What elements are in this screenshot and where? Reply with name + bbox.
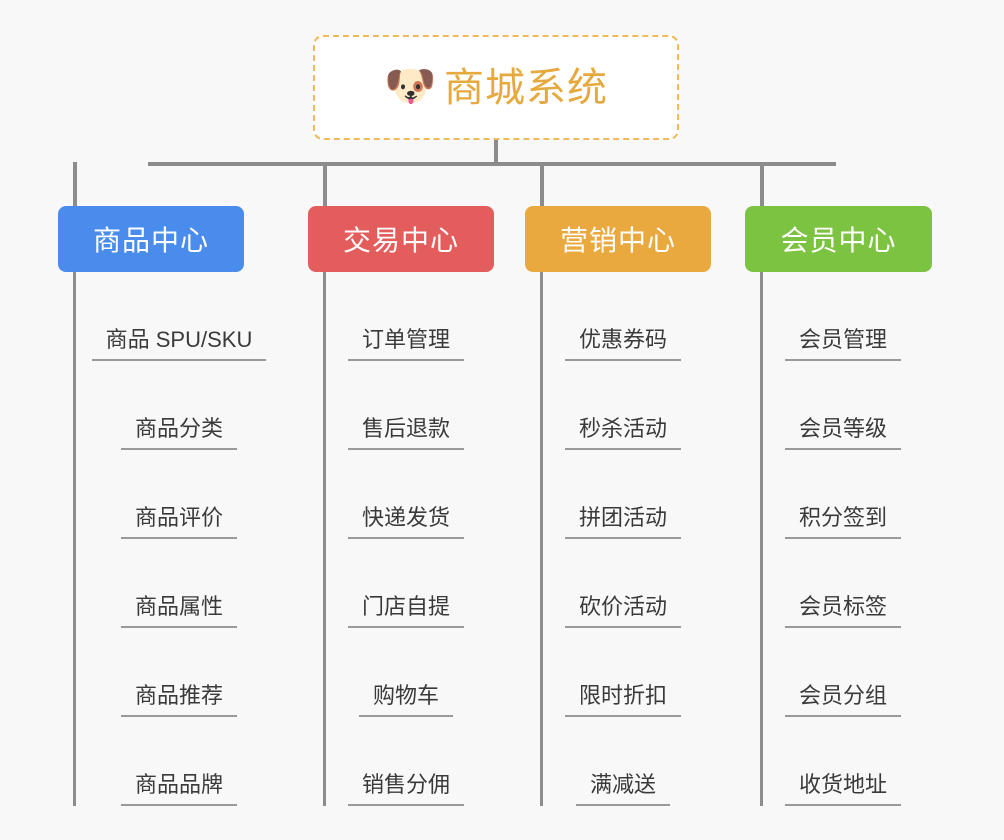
category-header-label: 交易中心 (342, 225, 459, 256)
connector-drop-4 (760, 162, 764, 206)
leaf-item[interactable]: 门店自提 (323, 539, 489, 628)
leaf-item-label: 会员分组 (784, 683, 901, 717)
leaf-item[interactable]: 会员标签 (760, 539, 926, 628)
leaf-item-label: 商品推荐 (120, 683, 237, 717)
leaf-item[interactable]: 售后退款 (323, 361, 489, 450)
leaf-item[interactable]: 限时折扣 (540, 628, 706, 717)
connector-drop-3 (540, 162, 544, 206)
leaf-item-label: 限时折扣 (564, 683, 681, 717)
leaf-item-label: 商品分类 (120, 416, 237, 450)
leaf-item-label: 订单管理 (347, 327, 464, 361)
leaf-item[interactable]: 商品分类 (73, 361, 285, 450)
leaf-item[interactable]: 积分签到 (760, 450, 926, 539)
category-header-4[interactable]: 会员中心 (745, 206, 932, 272)
leaf-item-label: 售后退款 (347, 416, 464, 450)
connector-root-stem (494, 140, 498, 164)
leaf-column-2: 订单管理售后退款快递发货门店自提购物车销售分佣 (323, 272, 489, 806)
leaf-item[interactable]: 优惠券码 (540, 272, 706, 361)
leaf-column-3: 优惠券码秒杀活动拼团活动砍价活动限时折扣满减送 (540, 272, 706, 806)
leaf-item[interactable]: 满减送 (540, 717, 706, 806)
leaf-column-1: 商品 SPU/SKU 商品分类商品评价商品属性商品推荐商品品牌 (73, 272, 285, 806)
leaf-item[interactable]: 商品评价 (73, 450, 285, 539)
leaf-spine (323, 272, 326, 806)
leaf-item-label: 优惠券码 (564, 327, 681, 361)
leaf-item[interactable]: 会员等级 (760, 361, 926, 450)
leaf-item[interactable]: 砍价活动 (540, 539, 706, 628)
leaf-item[interactable]: 商品推荐 (73, 628, 285, 717)
leaf-item-label: 商品评价 (120, 505, 237, 539)
leaf-item[interactable]: 订单管理 (323, 272, 489, 361)
leaf-item[interactable]: 秒杀活动 (540, 361, 706, 450)
connector-drop-2 (323, 162, 327, 206)
category-header-label: 营销中心 (559, 225, 676, 256)
leaf-item[interactable]: 购物车 (323, 628, 489, 717)
connector-horizontal-bus (148, 162, 836, 166)
leaf-item[interactable]: 商品 SPU/SKU (73, 272, 285, 361)
leaf-item[interactable]: 商品品牌 (73, 717, 285, 806)
leaf-item-label: 满减送 (575, 772, 670, 806)
leaf-item-label: 拼团活动 (564, 505, 681, 539)
connector-drop-1 (73, 162, 77, 206)
leaf-item[interactable]: 会员管理 (760, 272, 926, 361)
leaf-item[interactable]: 商品属性 (73, 539, 285, 628)
shiba-dog-face-icon: 🐶 (384, 61, 437, 109)
category-header-2[interactable]: 交易中心 (308, 206, 494, 272)
leaf-item-label: 商品 SPU/SKU (91, 327, 267, 361)
leaf-item-label: 商品品牌 (120, 772, 237, 806)
leaf-item[interactable]: 销售分佣 (323, 717, 489, 806)
category-header-3[interactable]: 营销中心 (525, 206, 711, 272)
leaf-item-label: 砍价活动 (564, 594, 681, 628)
category-header-1[interactable]: 商品中心 (58, 206, 244, 272)
leaf-item[interactable]: 拼团活动 (540, 450, 706, 539)
leaf-spine (73, 272, 76, 806)
leaf-item-label: 快递发货 (347, 505, 464, 539)
leaf-item[interactable]: 会员分组 (760, 628, 926, 717)
leaf-spine (540, 272, 543, 806)
leaf-item-label: 会员等级 (784, 416, 901, 450)
leaf-item-label: 会员管理 (784, 327, 901, 361)
root-title: 商城系统 (444, 65, 608, 110)
leaf-item-label: 积分签到 (784, 505, 901, 539)
leaf-item-label: 销售分佣 (347, 772, 464, 806)
leaf-item-label: 秒杀活动 (564, 416, 681, 450)
leaf-item-label: 门店自提 (347, 594, 464, 628)
category-header-label: 商品中心 (92, 225, 209, 256)
leaf-item-label: 收货地址 (784, 772, 901, 806)
leaf-item-label: 购物车 (358, 683, 453, 717)
leaf-item-label: 会员标签 (784, 594, 901, 628)
category-header-label: 会员中心 (780, 225, 897, 256)
leaf-item-label: 商品属性 (120, 594, 237, 628)
leaf-spine (760, 272, 763, 806)
leaf-column-4: 会员管理会员等级积分签到会员标签会员分组收货地址 (760, 272, 926, 806)
leaf-item[interactable]: 快递发货 (323, 450, 489, 539)
root-node[interactable]: 🐶 商城系统 (313, 35, 679, 140)
leaf-item[interactable]: 收货地址 (760, 717, 926, 806)
